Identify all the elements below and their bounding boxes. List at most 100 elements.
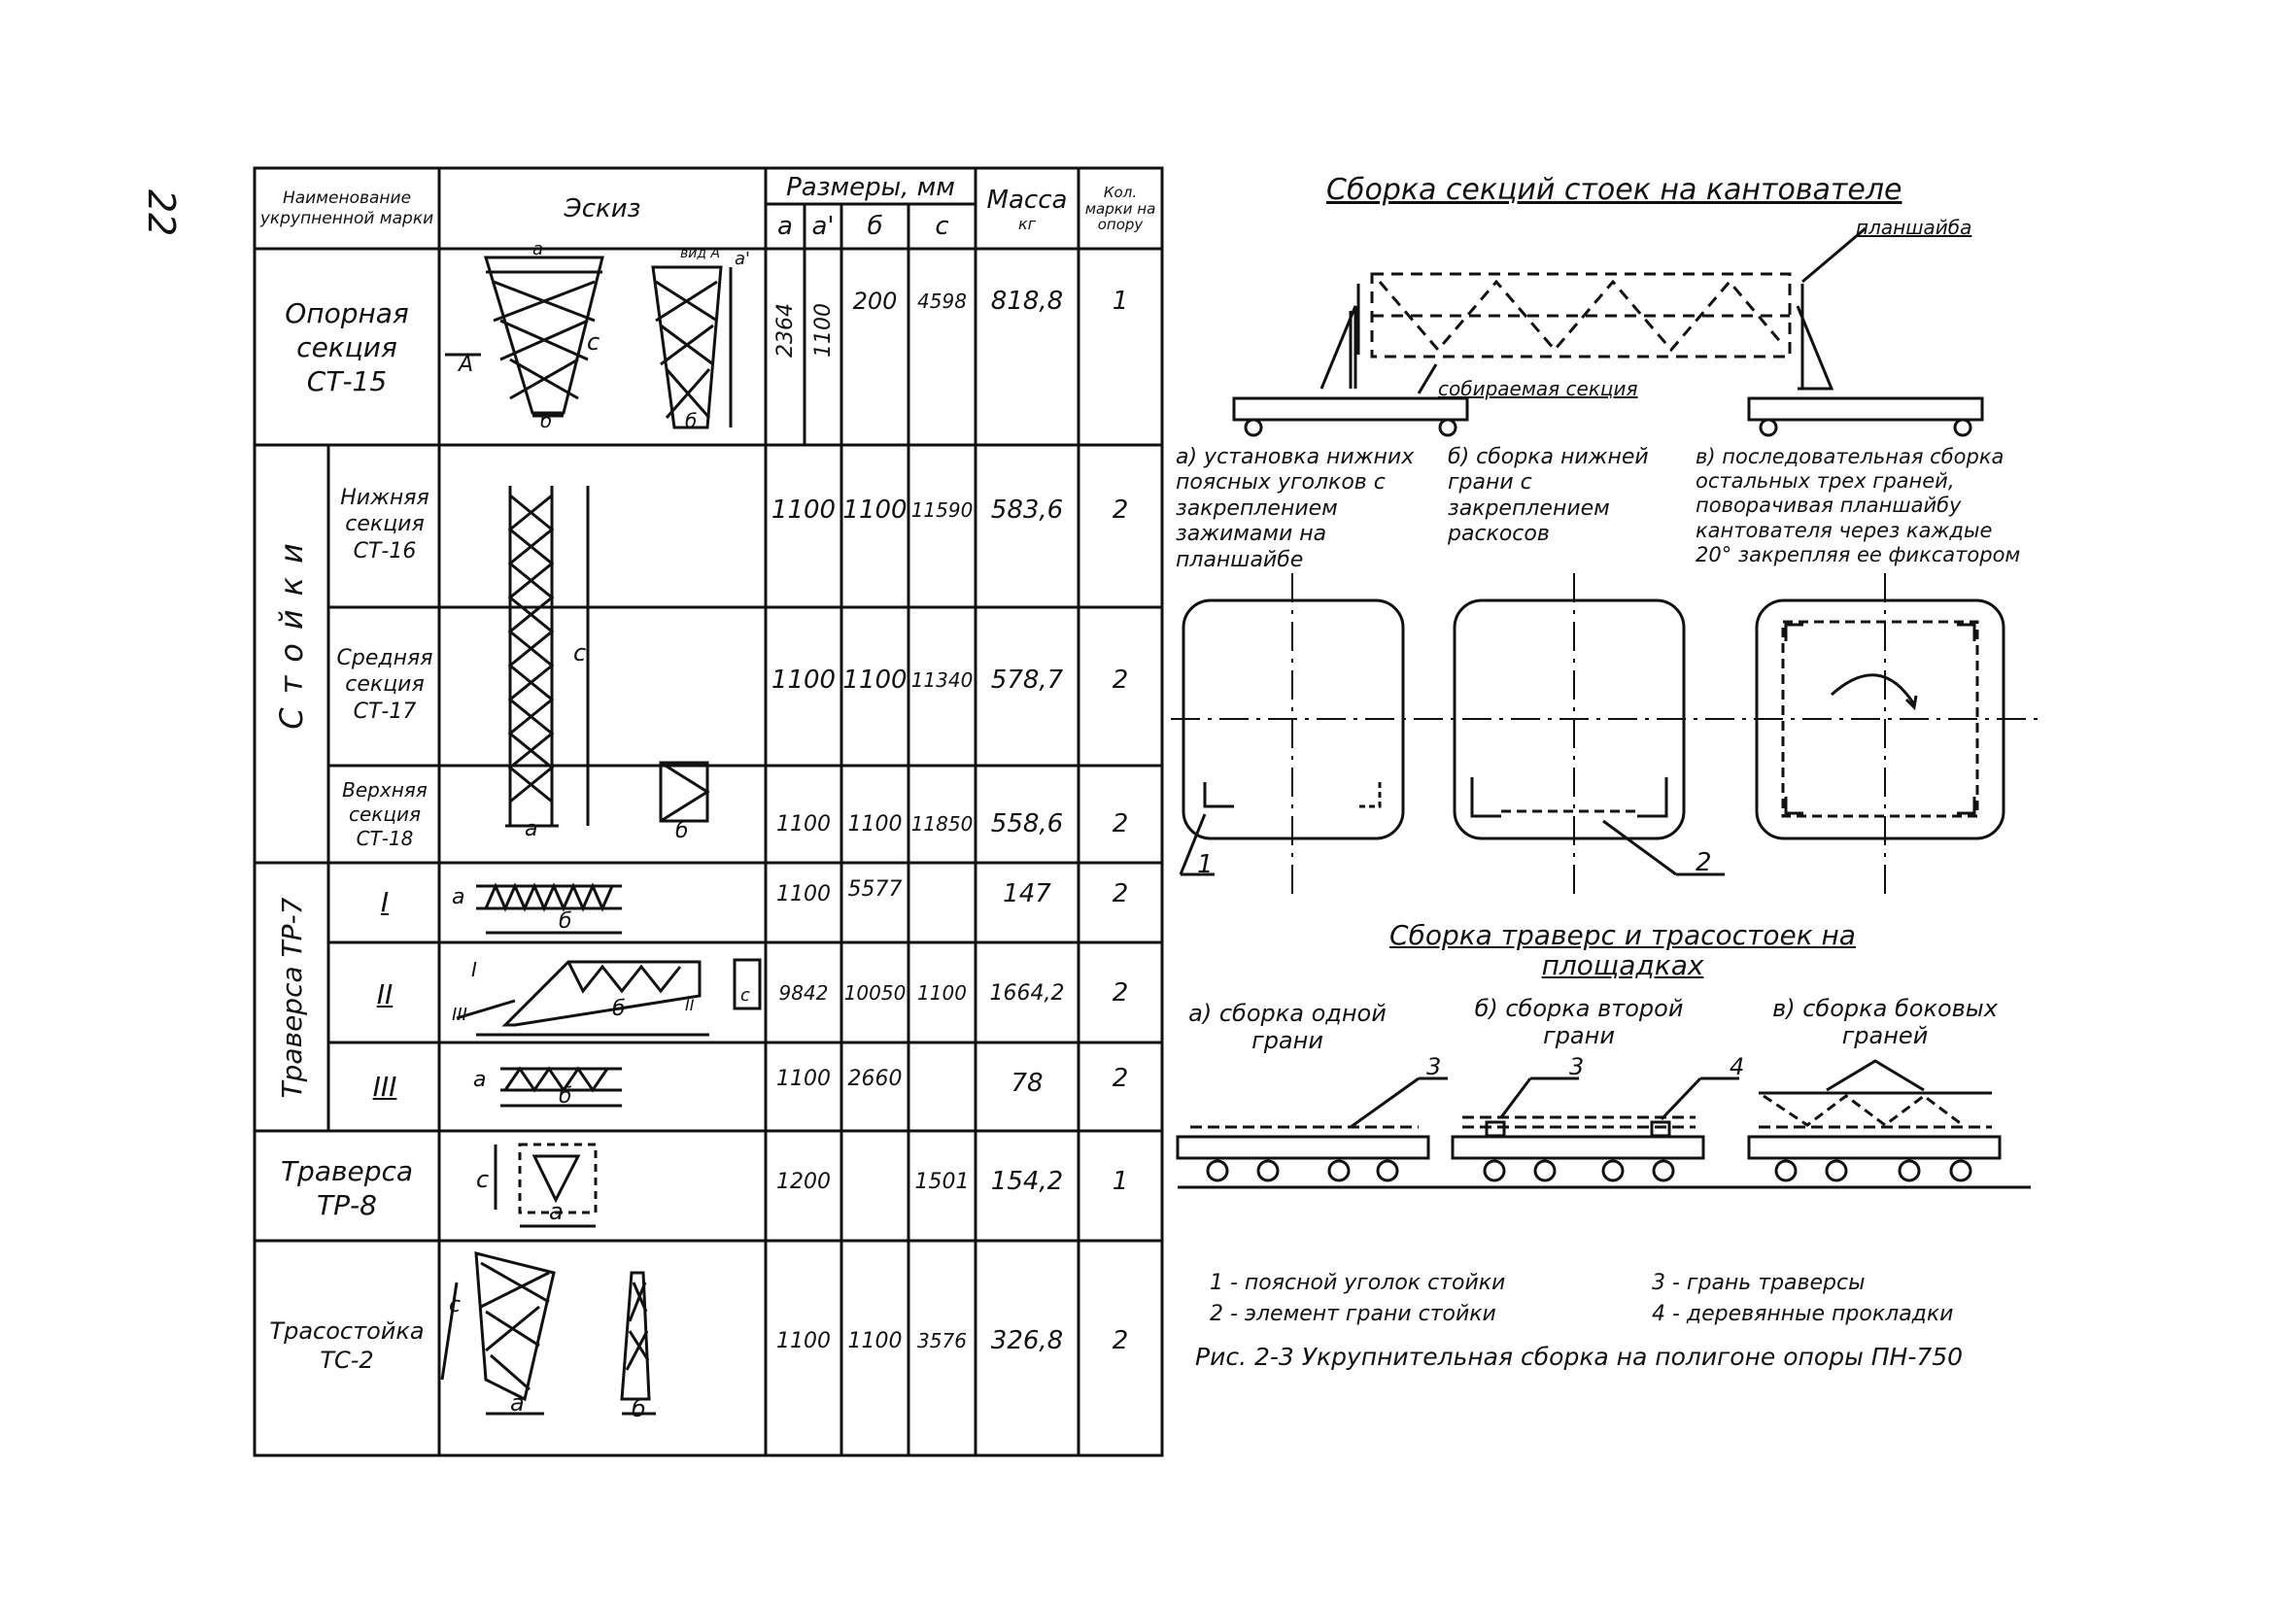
- row-qty-ts2: 2: [1112, 1326, 1129, 1355]
- sketch-tr7-2: [456, 958, 762, 1037]
- sketch-label-a-tr7-3: а: [473, 1068, 486, 1092]
- sketch-label-b-tr7-1: б: [559, 909, 572, 934]
- sketch-label-b-st15-side: б: [685, 409, 697, 432]
- row-c-st16: 11590: [910, 498, 974, 522]
- row-name-st17: Средняя секция СТ-17: [336, 645, 433, 724]
- sketch-label-a-ts2: а: [510, 1389, 525, 1417]
- row-qty-tr7-2: 2: [1112, 978, 1129, 1008]
- sketch-label-b-ts2: б: [632, 1395, 646, 1422]
- sketch-label-a-column: а: [525, 817, 537, 841]
- sketch-tr7-1: [476, 882, 622, 935]
- sketch-label-view-a: вид А: [680, 246, 720, 261]
- row-a-tr7-2: 9842: [778, 981, 829, 1005]
- row-name-tr7-2: II: [376, 977, 394, 1010]
- header-a: а: [777, 212, 793, 241]
- row-c-st17: 11340: [910, 668, 974, 692]
- step2-v-text: в) сборка боковых граней: [1772, 995, 1998, 1049]
- legend-1: 1 - поясной уголок стойки: [1210, 1271, 1506, 1295]
- header-c: с: [935, 212, 949, 241]
- callout-3a: 3: [1426, 1053, 1441, 1080]
- row-a-tr7-1: 1100: [776, 881, 831, 906]
- row-mass-st16: 583,6: [990, 495, 1064, 525]
- step-b-text: б) сборка нижней грани с закреплением ра…: [1448, 445, 1649, 547]
- header-mass-label: Масса: [986, 185, 1068, 215]
- row-name-st18: Верхняя секция СТ-18: [342, 777, 428, 850]
- row-b-ts2: 1100: [847, 1328, 903, 1353]
- sketch-label-b-st15: б: [540, 409, 552, 432]
- sketch-label-a-top: а: [532, 239, 543, 259]
- row-qty-st17: 2: [1112, 666, 1129, 695]
- header-name: Наименование укрупненной марки: [259, 188, 434, 228]
- sketch-label-b-square: б: [675, 819, 689, 843]
- row-a-st16: 1100: [771, 495, 837, 525]
- row-a-tr7-3: 1100: [776, 1066, 831, 1091]
- row-c-ts2: 3576: [917, 1329, 967, 1352]
- sketch-label-a-tr8: а: [549, 1198, 564, 1225]
- step-a-text: а) установка нижних поясных уголков с за…: [1176, 445, 1415, 572]
- sketch-label-I: I: [471, 958, 477, 981]
- row-qty-tr7-3: 2: [1112, 1064, 1129, 1093]
- sketch-label-c-tr7-2: с: [740, 985, 750, 1006]
- row-mass-tr7-2: 1664,2: [989, 980, 1065, 1006]
- row-name-tr7-1: I: [380, 885, 390, 918]
- header-b: б: [867, 212, 883, 241]
- step-v-text: в) последовательная сборка остальных тре…: [1696, 445, 2021, 566]
- callout-1: 1: [1197, 850, 1214, 879]
- row-qty-tr8: 1: [1112, 1167, 1129, 1196]
- legend-2: 2 - элемент грани стойки: [1210, 1302, 1496, 1326]
- sketch-st15-side: [651, 265, 733, 429]
- row-a-ts2: 1100: [776, 1328, 831, 1353]
- header-mass: Масса кг: [976, 170, 1079, 248]
- sketch-label-arrow-a: А: [457, 353, 473, 377]
- sketch-tr8: [494, 1143, 598, 1228]
- row-b-st15: 200: [852, 288, 898, 315]
- row-b-st17: 1100: [842, 666, 908, 695]
- sketch-label-b-tr7-3: б: [559, 1084, 572, 1109]
- sketch-label-II: II: [685, 996, 695, 1014]
- step2-b-text: б) сборка второй грани: [1474, 995, 1684, 1049]
- legend-4: 4 - деревянные прокладки: [1652, 1302, 1954, 1326]
- sketch-label-c-st15: с: [587, 328, 600, 356]
- header-sizes: Размеры, мм: [786, 172, 955, 202]
- sketch-section-square: [659, 761, 710, 823]
- row-c-tr8: 1501: [914, 1169, 970, 1194]
- sketch-label-III: III: [452, 1005, 467, 1025]
- row-mass-tr7-3: 78: [1011, 1069, 1044, 1098]
- label-planshayba: планшайба: [1856, 216, 1972, 239]
- step2-a-text: а) сборка одной грани: [1188, 1000, 1387, 1054]
- row-mass-tr8: 154,2: [990, 1167, 1064, 1196]
- sketch-label-c-column: с: [573, 639, 586, 666]
- row-mass-ts2: 326,8: [990, 1326, 1064, 1355]
- header-qty: Кол. марки на опору: [1084, 184, 1156, 234]
- row-a-st18: 1100: [776, 811, 831, 837]
- row-a-st17: 1100: [771, 666, 837, 695]
- row-qty-st16: 2: [1112, 495, 1129, 525]
- row-mass-st18: 558,6: [990, 809, 1064, 838]
- sketch-st15-front: [483, 256, 604, 418]
- title-assembly-sections: Сборка секций стоек на кантователе: [1326, 173, 1902, 207]
- sketch-label-c-ts2: с: [449, 1293, 461, 1317]
- row-qty-st18: 2: [1112, 809, 1129, 838]
- row-qty-tr7-1: 2: [1112, 879, 1129, 908]
- sketch-label-a-prime: а': [735, 249, 750, 269]
- row-qty-st15: 1: [1112, 287, 1129, 316]
- row-b-tr7-2: 10050: [843, 981, 907, 1005]
- sketch-st16-18-column: [505, 486, 590, 828]
- row-b-st18: 1100: [847, 811, 903, 837]
- row-mass-tr7-1: 147: [1003, 879, 1051, 908]
- label-section: собираемая секция: [1438, 377, 1638, 400]
- callout-3b: 3: [1569, 1053, 1584, 1080]
- row-c-tr7-2: 1100: [917, 981, 967, 1005]
- sketch-ts2-side: [620, 1271, 656, 1416]
- legend-3: 3 - грань траверсы: [1652, 1271, 1866, 1295]
- sketch-tr7-3: [500, 1066, 622, 1108]
- row-b-st16: 1100: [842, 495, 908, 525]
- row-name-st15: Опорная секция СТ-15: [285, 296, 409, 397]
- row-name-st16: Нижняя секция СТ-16: [340, 485, 429, 564]
- row-b-tr7-1: 5577: [847, 876, 903, 902]
- row-name-ts2: Трасостойка ТС-2: [269, 1317, 425, 1374]
